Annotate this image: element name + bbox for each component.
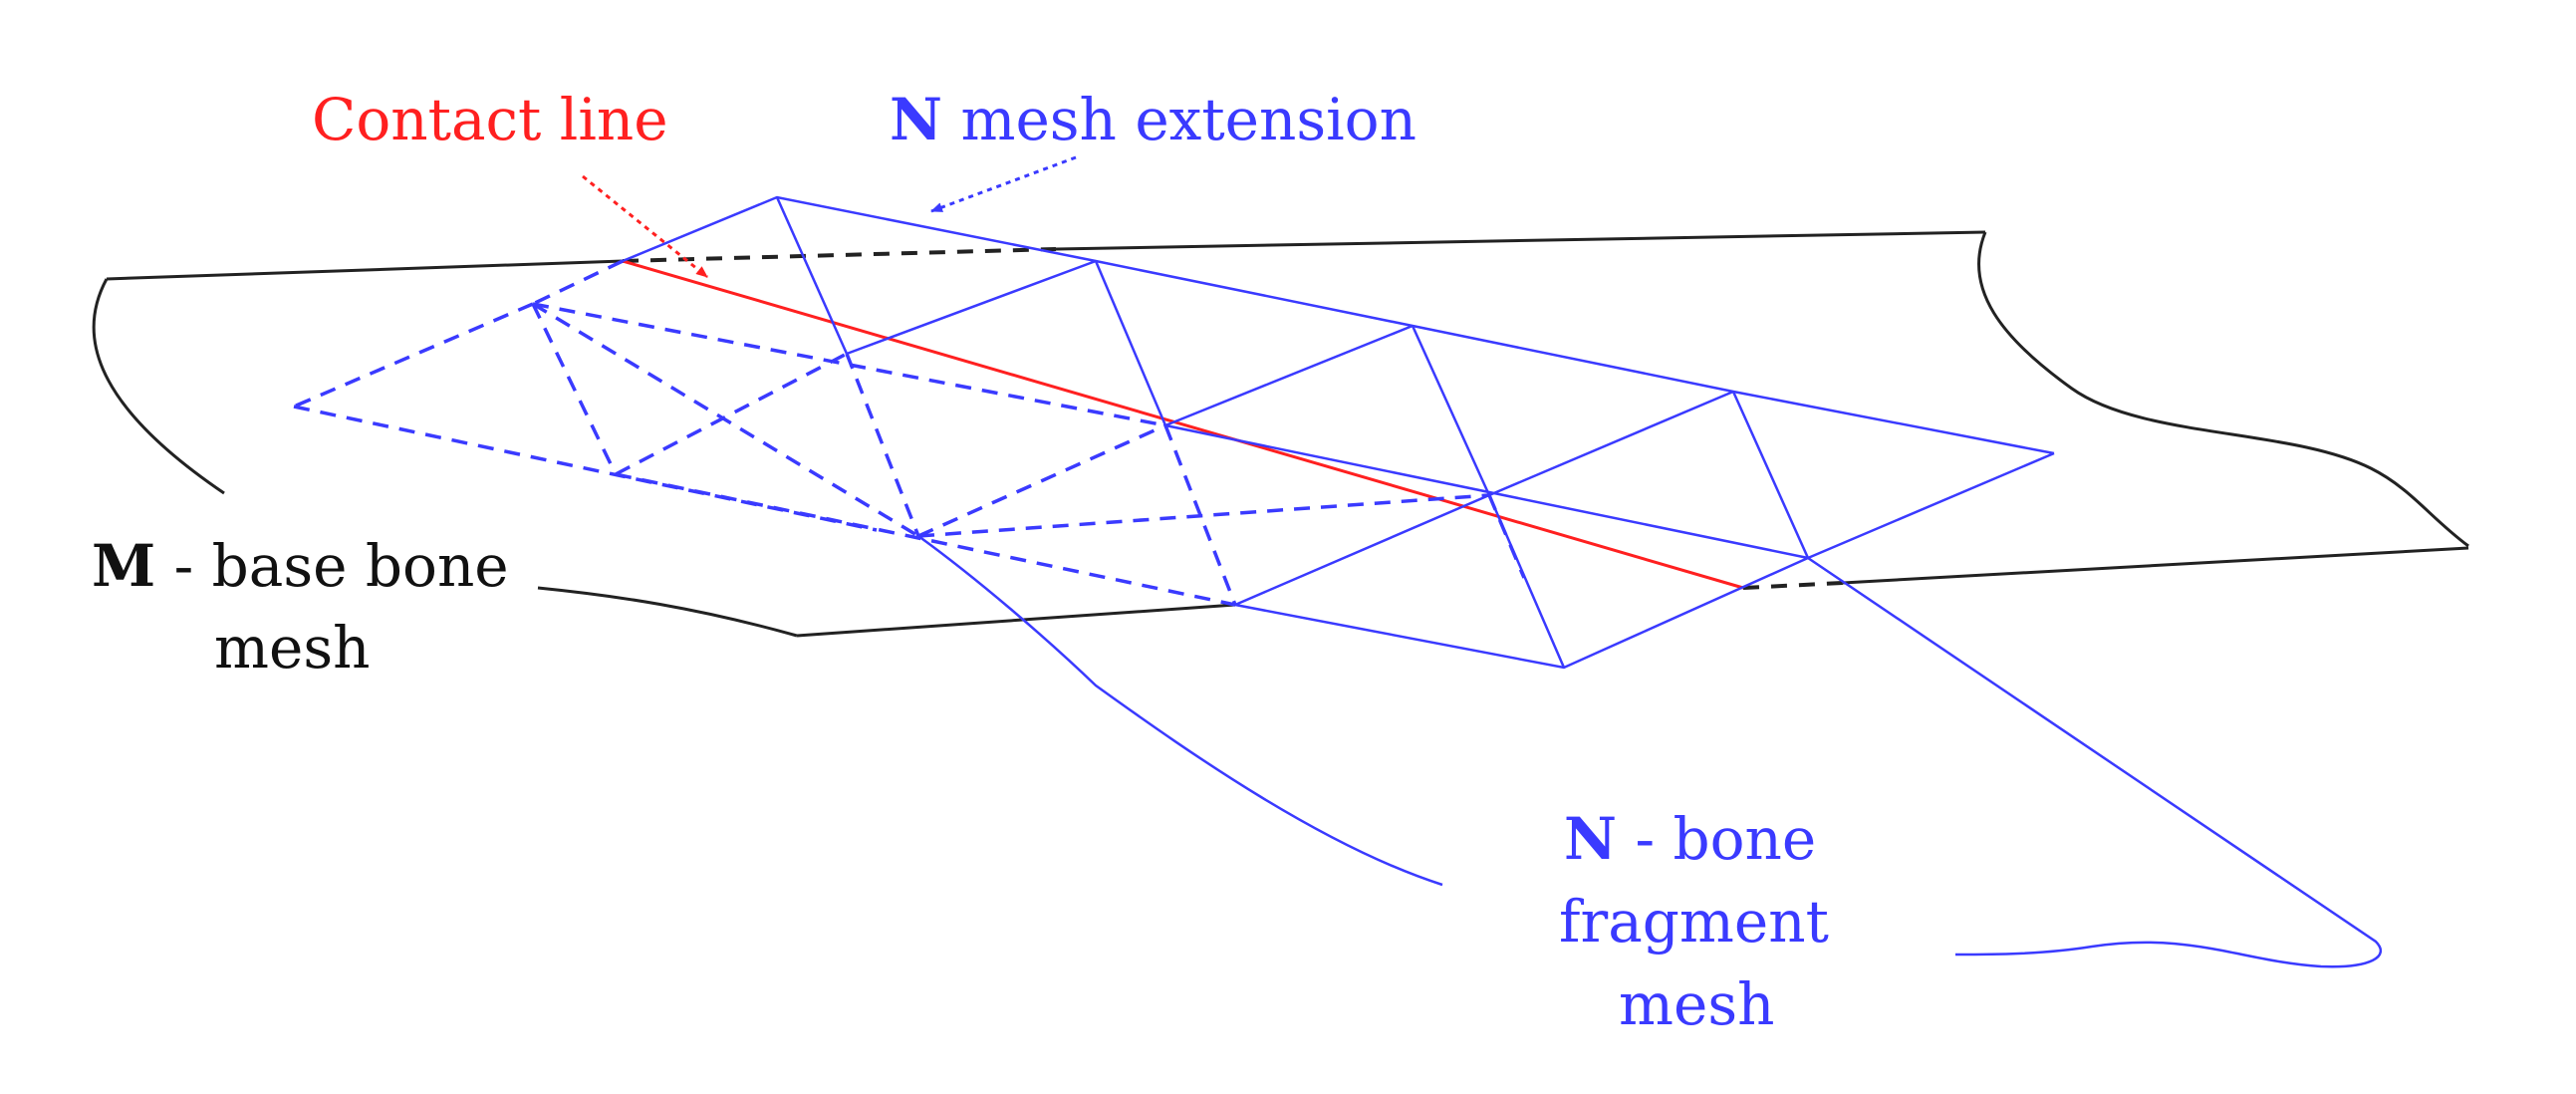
base-bone-outline <box>92 230 2469 638</box>
dashed-edge-5 <box>532 302 919 538</box>
dashed-edge-2 <box>293 302 534 409</box>
mesh-extension-label: N mesh extension <box>890 86 1417 153</box>
base-lower-left-curve <box>537 586 798 638</box>
dashed-edge-1 <box>532 259 624 306</box>
contact-line <box>622 259 1744 590</box>
base-bottom-dashed <box>1742 581 1844 590</box>
mesh-edge-7 <box>1731 391 1810 559</box>
fragment-outline <box>917 534 2383 968</box>
dashed-edge-11 <box>917 493 1490 538</box>
dashed-edge-13 <box>1487 494 1526 579</box>
mesh-extension-symbol: N <box>890 86 942 153</box>
base-mesh-symbol: M <box>92 532 155 600</box>
fragment-label-line1: N - bone <box>1564 805 1816 873</box>
mesh-edge-5 <box>1411 325 1491 496</box>
base-mesh-label-line1: M - base bone <box>92 532 509 600</box>
fragment-mesh-dashed <box>293 259 1526 607</box>
fragment-text: - bone <box>1617 805 1816 873</box>
fragment-mesh-solid <box>622 195 2055 670</box>
mesh-edge-4 <box>1164 324 1414 427</box>
dashed-edge-9 <box>845 353 920 537</box>
dashed-edge-3 <box>293 405 878 532</box>
base-mesh-label-line2: mesh <box>214 614 370 682</box>
base-top-edge <box>106 259 624 281</box>
base-left-curve <box>92 278 225 495</box>
fragment-left-curve <box>917 534 1443 887</box>
fragment-label-line2: fragment <box>1559 888 1829 956</box>
mesh-edge-1 <box>775 196 849 355</box>
base-right-curve <box>1976 231 2469 548</box>
mesh-edge-2 <box>846 259 1097 356</box>
mesh-edge-3 <box>1094 260 1167 426</box>
base-top-edge-right <box>1055 230 1986 251</box>
fragment-label-line3: mesh <box>1619 970 1774 1038</box>
mesh-edge-6 <box>1488 390 1734 497</box>
base-bottom-edge-right <box>1842 546 2469 585</box>
base-dashed-edges <box>622 247 1844 590</box>
dashed-edge-6 <box>615 352 848 476</box>
fragment-right-curve <box>1807 556 2383 968</box>
dashed-edge-12 <box>1163 424 1237 606</box>
dashed-edge-10 <box>917 423 1166 538</box>
mesh-extension-text: mesh extension <box>942 86 1417 153</box>
base-mesh-text: - base bone <box>155 532 508 600</box>
dashed-edge-4 <box>531 303 618 475</box>
mesh-bottom-boundary <box>1234 451 2055 670</box>
mesh-edge-9 <box>1234 493 1490 607</box>
mesh-top-boundary <box>622 195 2055 455</box>
fragment-symbol: N <box>1564 805 1617 873</box>
contact-line-label: Contact line <box>312 86 668 153</box>
contact-line-arrow <box>582 174 708 279</box>
base-bottom-edge <box>796 603 1236 638</box>
dashed-edge-7 <box>615 472 1236 607</box>
mesh-extension-arrow <box>930 155 1077 213</box>
